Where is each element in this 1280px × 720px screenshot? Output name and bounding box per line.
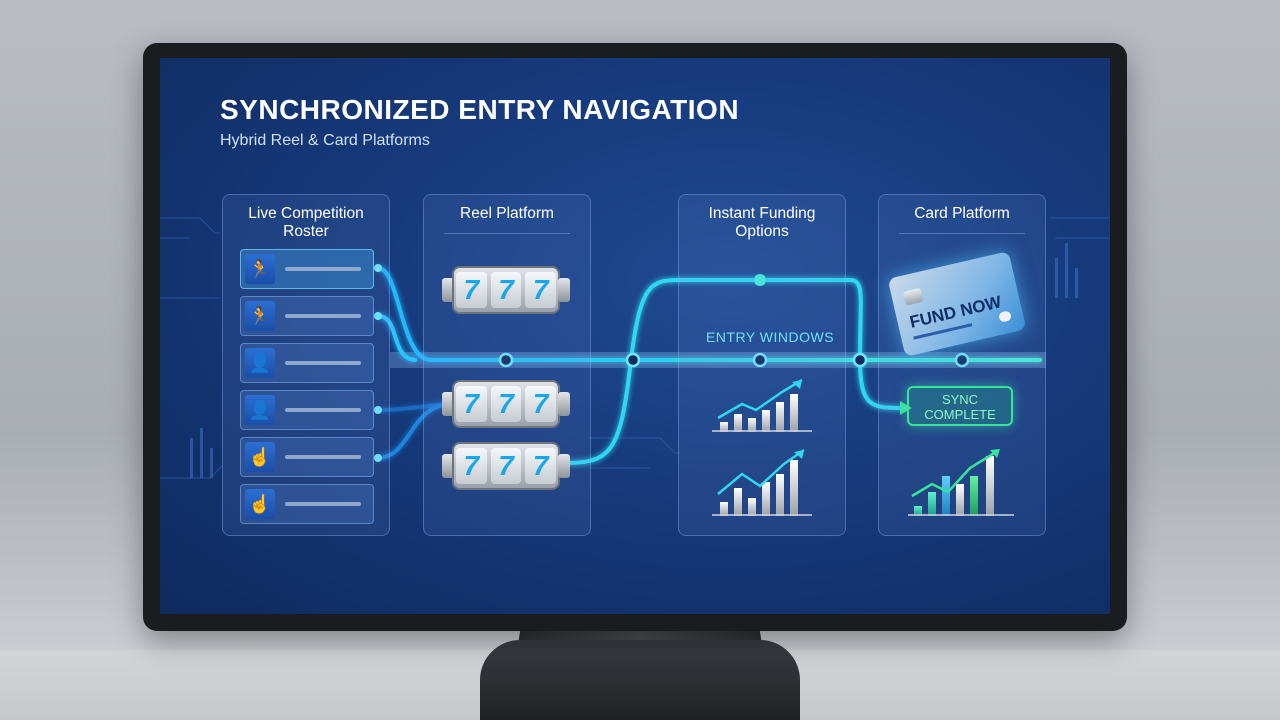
chart-bar: [776, 474, 784, 516]
roster-bar: [285, 502, 361, 506]
entry-windows-label: ENTRY WINDOWS: [705, 329, 835, 345]
reel-body: 7 7 7: [452, 380, 560, 428]
roster-row-1[interactable]: 🏃: [240, 249, 374, 289]
chart-bar: [790, 394, 798, 432]
growth-chart-card: [908, 446, 1014, 516]
page-subtitle: Hybrid Reel & Card Platforms: [220, 132, 430, 149]
slot-reel-3[interactable]: 7 7 7: [442, 442, 570, 490]
chart-bar: [748, 418, 756, 432]
funding-panel-title-line2: Options: [735, 223, 789, 240]
card-toggle: [998, 310, 1013, 323]
screen: SYNCHRONIZED ENTRY NAVIGATION Hybrid Ree…: [160, 58, 1110, 614]
reel-symbol: 7: [490, 448, 522, 484]
trend-arrow-icon: [908, 449, 1014, 516]
reel-symbol: 7: [490, 386, 522, 422]
monitor-stand-base: [480, 640, 800, 720]
roster-panel-title: Live Competition Roster: [223, 205, 389, 241]
reel-symbol: 7: [490, 272, 522, 308]
chart-bar: [986, 456, 994, 516]
chart-bar: [776, 402, 784, 432]
reel-body: 7 7 7: [452, 266, 560, 314]
sync-badge-line1: SYNC: [941, 392, 979, 407]
roster-bar: [285, 361, 361, 365]
slot-reel-2[interactable]: 7 7 7: [442, 380, 570, 428]
person-icon: 👤: [245, 348, 275, 378]
flow-lines: [160, 217, 1110, 479]
card-panel-title: Card Platform: [914, 205, 1010, 222]
slot-reel-1[interactable]: 7 7 7: [442, 266, 570, 314]
reel-panel-title: Reel Platform: [460, 205, 554, 222]
reel-cap-left: [442, 454, 454, 478]
sync-badge-line2: COMPLETE: [924, 407, 996, 422]
sync-complete-badge: SYNC COMPLETE: [907, 386, 1013, 426]
reel-symbol: 7: [456, 272, 487, 308]
reel-symbol: 7: [456, 386, 487, 422]
reel-symbol: 7: [525, 386, 557, 422]
runner-icon: 🏃: [245, 301, 275, 331]
chart-bar: [790, 460, 798, 516]
roster-bar: [285, 408, 361, 412]
reel-cap-right: [558, 278, 570, 302]
reel-cap-right: [558, 454, 570, 478]
reel-cap-right: [558, 392, 570, 416]
page-title: SYNCHRONIZED ENTRY NAVIGATION: [220, 94, 740, 125]
card-panel: Card Platform: [878, 194, 1046, 536]
roster-row-5[interactable]: ☝: [240, 437, 374, 477]
roster-panel-title-line2: Roster: [283, 223, 329, 240]
reel-body: 7 7 7: [452, 442, 560, 490]
chart-bar: [720, 502, 728, 516]
chart-bar: [734, 488, 742, 516]
trend-arrow-icon: [712, 448, 812, 516]
chart-bar: [748, 498, 756, 516]
roster-panel-title-line1: Live Competition: [248, 205, 364, 222]
growth-chart-small: [712, 376, 812, 432]
growth-chart-large: [712, 446, 812, 516]
roster-row-3[interactable]: 👤: [240, 343, 374, 383]
trend-arrow-icon: [712, 378, 812, 432]
reel-cap-left: [442, 278, 454, 302]
runner-icon: 🏃: [245, 254, 275, 284]
roster-row-2[interactable]: 🏃: [240, 296, 374, 336]
roster-row-4[interactable]: 👤: [240, 390, 374, 430]
reel-cap-left: [442, 392, 454, 416]
chart-bar: [956, 484, 964, 516]
hand-pointer-icon: ☝: [245, 489, 275, 519]
chart-bar: [914, 506, 922, 516]
chart-bar: [970, 476, 978, 516]
reel-symbol: 7: [525, 448, 557, 484]
chart-bar: [720, 422, 728, 432]
funding-panel: Instant Funding Options: [678, 194, 846, 536]
roster-bar: [285, 455, 361, 459]
person-icon: 👤: [245, 395, 275, 425]
chart-bar: [734, 414, 742, 432]
funding-panel-title-line1: Instant Funding: [708, 205, 816, 222]
funding-panel-title: Instant Funding Options: [679, 205, 845, 241]
roster-panel: Live Competition Roster 🏃 🏃 👤 👤 ☝ ☝: [222, 194, 390, 536]
card-chip-icon: [902, 287, 924, 306]
roster-row-6[interactable]: ☝: [240, 484, 374, 524]
panel-divider: [899, 233, 1025, 234]
chart-bar: [762, 482, 770, 516]
chart-bar: [928, 492, 936, 516]
roster-bar: [285, 314, 361, 318]
reel-symbol: 7: [525, 272, 557, 308]
roster-bar: [285, 267, 361, 271]
reel-symbol: 7: [456, 448, 487, 484]
hand-pointer-icon: ☝: [245, 442, 275, 472]
chart-bar: [762, 410, 770, 432]
chart-bar: [942, 476, 950, 516]
panel-divider: [444, 233, 570, 234]
